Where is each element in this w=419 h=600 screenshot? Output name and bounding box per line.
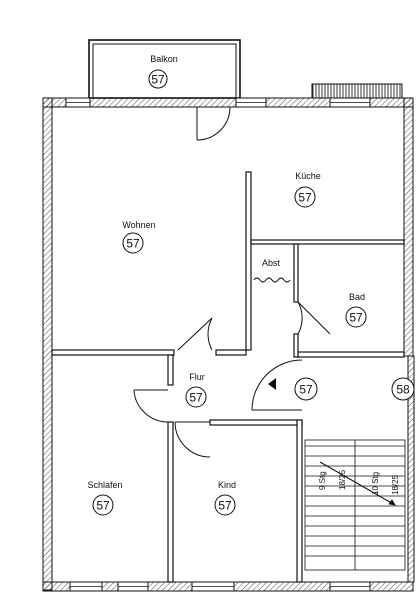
svg-text:57: 57 [126,237,140,251]
svg-text:57: 57 [299,383,313,397]
doors [133,106,331,458]
svg-text:Flur: Flur [189,372,205,382]
balcony [88,39,241,99]
room-label-abst: Abst [262,258,281,268]
svg-text:58: 58 [396,383,410,397]
staircase [304,439,406,571]
room-label-schlafen: Schlafen 57 [87,480,123,516]
svg-text:57: 57 [218,499,232,513]
room-label-kueche: Küche 57 [294,171,321,208]
exterior-walls [42,97,415,592]
svg-text:Bad: Bad [349,292,365,302]
svg-text:Abst: Abst [262,258,281,268]
svg-text:Schlafen: Schlafen [87,480,122,490]
windows-bottom [69,581,371,592]
svg-text:Wohnen: Wohnen [122,220,155,230]
svg-text:10 Stg: 10 Stg [371,472,380,495]
room-label-balkon: Balkon 57 [148,54,178,89]
room-label-bad: Bad 57 [345,292,367,328]
landing-code-left: 57 [268,377,318,401]
abst-partition [253,277,291,283]
svg-text:57: 57 [189,391,203,405]
svg-text:Kind: Kind [218,480,236,490]
landing-code-right: 58 [391,377,415,401]
svg-text:57: 57 [151,73,165,87]
interior-walls [51,171,405,583]
svg-text:Balkon: Balkon [150,54,178,64]
stair-label-left: 9 Stg 18/25 [318,469,347,490]
room-label-flur: Flur 57 [185,372,207,408]
stair-label-right: 10 Stg 18/25 [371,472,400,495]
svg-text:57: 57 [96,499,110,513]
room-label-wohnen: Wohnen 57 [122,220,156,254]
svg-text:57: 57 [298,191,312,205]
svg-text:18/25: 18/25 [391,474,400,495]
svg-text:Küche: Küche [295,171,321,181]
windows-top [65,97,371,108]
roof-parapet [311,83,403,99]
svg-text:18/25: 18/25 [338,469,347,490]
room-label-kind: Kind 57 [214,480,236,516]
svg-text:57: 57 [349,311,363,325]
svg-text:9 Stg: 9 Stg [318,471,327,490]
